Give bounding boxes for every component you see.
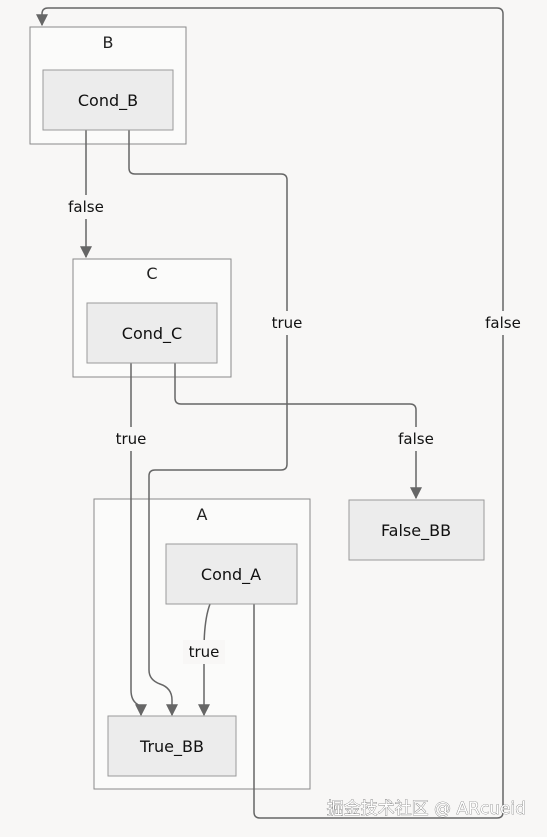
edge-label-b-truebb: true (266, 311, 308, 335)
node-false-bb: False_BB (348, 499, 485, 561)
edge-condc-to-falsebb (174, 363, 422, 500)
cluster-c-label: C (146, 264, 157, 283)
cluster-a-label: A (197, 505, 208, 524)
edge-label-a-truebb: true (183, 640, 225, 664)
cluster-b-label: B (103, 33, 114, 52)
node-true-bb: True_BB (107, 715, 237, 777)
edge-conda-to-b (36, 7, 504, 819)
svg-text:true: true (189, 643, 220, 661)
edge-label-a-b: false (479, 311, 527, 335)
edge-label-b-c: false (62, 195, 110, 219)
svg-text:False_BB: False_BB (381, 521, 451, 541)
svg-text:false: false (398, 430, 434, 448)
svg-text:true: true (116, 430, 147, 448)
node-cond-a: Cond_A (165, 543, 298, 605)
edge-label-c-truebb: true (110, 427, 152, 451)
node-cond-b: Cond_B (42, 69, 174, 131)
svg-text:Cond_C: Cond_C (122, 324, 182, 344)
watermark-text: 掘金技术社区 @ ARcueid (327, 799, 526, 819)
svg-text:Cond_A: Cond_A (201, 565, 261, 585)
edge-condc-to-truebb (130, 363, 147, 717)
svg-text:false: false (485, 314, 521, 332)
svg-text:True_BB: True_BB (139, 737, 204, 757)
svg-text:false: false (68, 198, 104, 216)
edge-condb-to-truebb (128, 130, 288, 717)
svg-text:true: true (272, 314, 303, 332)
svg-text:Cond_B: Cond_B (78, 91, 138, 111)
node-cond-c: Cond_C (86, 302, 218, 364)
edge-label-c-falsebb: false (392, 427, 440, 451)
